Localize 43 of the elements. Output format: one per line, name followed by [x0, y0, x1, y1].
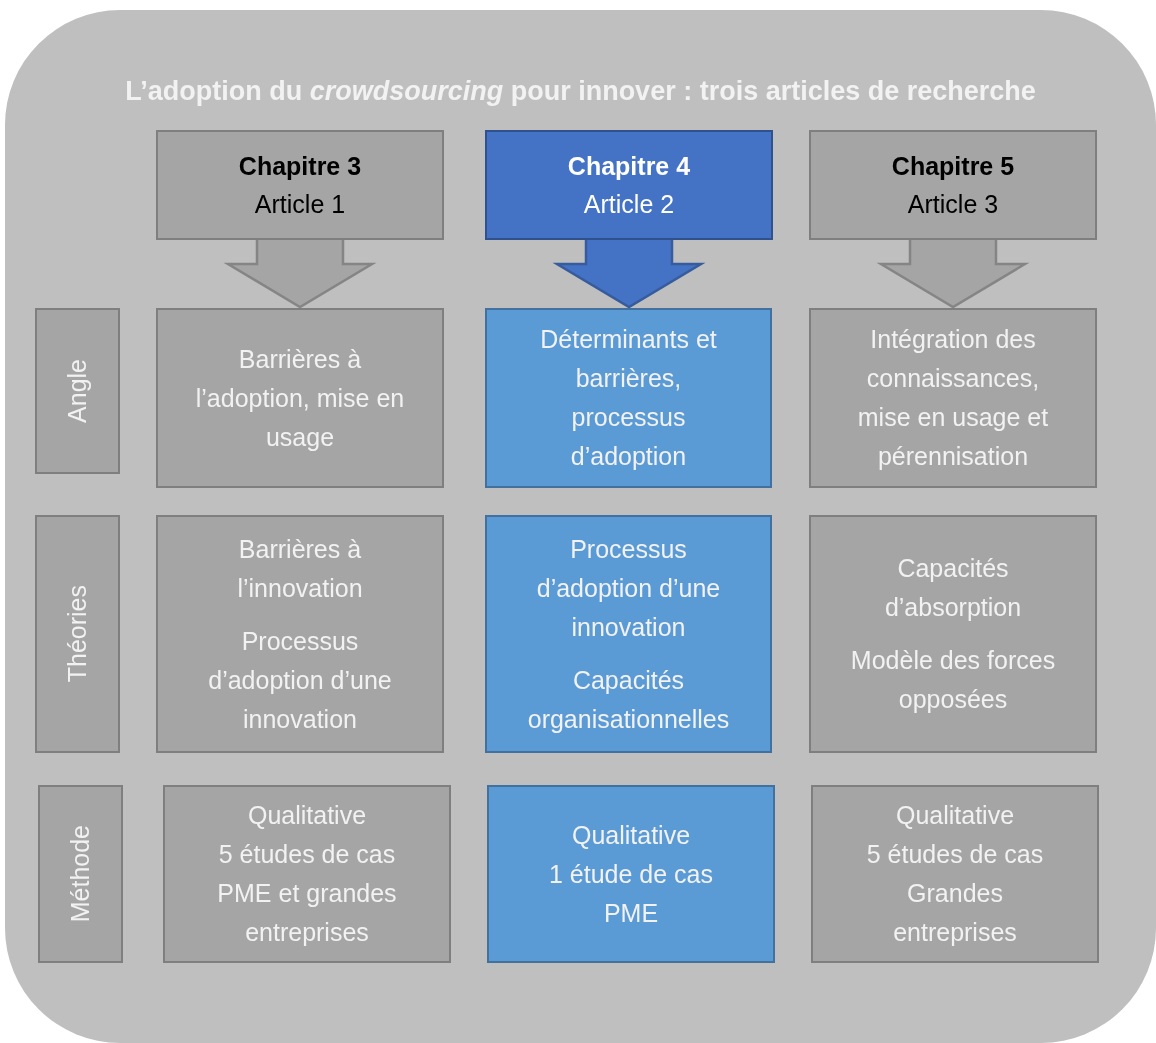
content-box: [811, 785, 1099, 963]
diagram-panel: [5, 10, 1156, 1043]
content-box: [809, 308, 1097, 488]
chapter-label: Article 1: [254, 189, 346, 220]
chapter-label: Chapitre 5: [891, 151, 1015, 182]
content-text: Modèle des forces opposées: [849, 645, 1057, 715]
content-text: Capacités organisationnelles: [526, 664, 731, 735]
content-text: PME et grandes entreprises: [216, 878, 398, 948]
chapter-label: Article 2: [583, 189, 675, 220]
row-header-label: Méthode: [66, 825, 95, 923]
row-header-box: [35, 515, 120, 753]
chapter-box: [809, 130, 1097, 240]
row-header-box: [38, 785, 123, 963]
chapter-label: Chapitre 4: [567, 151, 691, 182]
content-box: [485, 308, 772, 488]
content-text: Déterminants et barrières, processus d’adoption: [539, 324, 718, 472]
content-text: Qualitative: [246, 800, 368, 831]
chapter-box: [156, 130, 444, 240]
row-header-label: Théories: [63, 585, 92, 683]
content-text: Barrières à l’innovation: [236, 533, 364, 604]
chapter-label: Article 3: [907, 189, 999, 220]
content-text: 1 étude de cas: [548, 858, 714, 890]
content-box: [163, 785, 451, 963]
content-text: 5 études de cas: [217, 839, 397, 870]
content-text: Processus d’adoption d’une innovation: [207, 625, 393, 735]
content-text: PME: [602, 897, 660, 929]
content-box: [156, 308, 444, 488]
content-text: Processus d’adoption d’une innovation: [535, 533, 722, 643]
content-box: [485, 515, 772, 753]
content-text: Barrières à l’adoption, mise en usage: [194, 343, 406, 453]
content-text: Qualitative: [894, 800, 1016, 831]
content-text: Capacités d’absorption: [883, 553, 1023, 623]
content-box: [809, 515, 1097, 753]
content-box: [487, 785, 775, 963]
chapter-box: [485, 130, 773, 240]
content-text: 5 études de cas: [865, 839, 1045, 870]
content-text: Intégration des connaissances, mise en usage et pérennisation: [856, 324, 1050, 472]
row-header-label: Angle: [63, 359, 92, 423]
row-header-box: [35, 308, 120, 474]
content-text: Qualitative: [570, 819, 692, 851]
content-box: [156, 515, 444, 753]
content-text: Grandes entreprises: [892, 878, 1018, 948]
chapter-label: Chapitre 3: [238, 151, 362, 182]
